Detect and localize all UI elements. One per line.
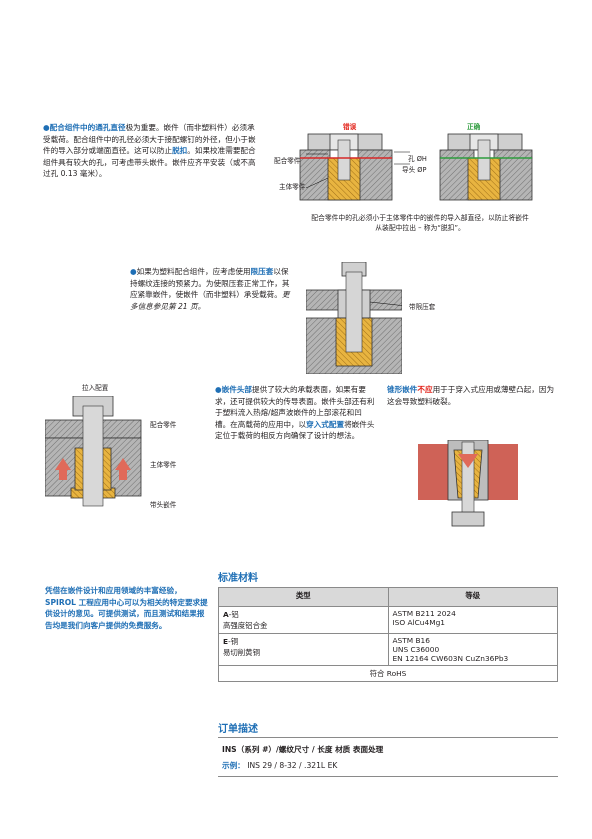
order-format: INS（系列 #）/螺纹尺寸 / 长度 材质 表面处理: [222, 745, 384, 754]
tapered-crack-diagram: [418, 440, 518, 527]
label-mating-part-2: 配合零件: [150, 421, 177, 429]
tapered-insert-paragraph: 锥形嵌件不应用于于穿入式应用或薄壁凸起，因为这会导致塑料破裂。: [387, 385, 555, 406]
label-main-part-2: 主体零件: [150, 461, 177, 469]
col-type: 类型: [218, 587, 389, 607]
order-example: 示例： INS 29 / 8-32 / .321L EK: [222, 761, 338, 770]
engineering-center-note: 凭借在嵌件设计和应用领域的丰富经验，SPIROL 工程应用中心可以为相关的特定要…: [45, 586, 208, 630]
col-grade: 等级: [387, 587, 558, 607]
limiter-diagram: [306, 262, 402, 374]
label-right: 正确: [467, 123, 481, 131]
label-hole-dia: 孔 ØH: [408, 155, 427, 163]
label-main-part: 主体零件: [279, 183, 306, 191]
intro-paragraph-1: ●配合组件中的通孔直径极为重要。嵌件（而非塑料件）必须承受载荷。配合组件中的孔径…: [43, 123, 256, 179]
label-mating-part: 配合零件: [274, 157, 301, 165]
order-title: 订单描述: [218, 724, 258, 735]
pull-in-diagram: [45, 396, 142, 507]
label-pull-in: 拉入配置: [82, 384, 109, 392]
wrong-assembly: [299, 133, 393, 201]
label-wrong: 错误: [343, 123, 357, 131]
materials-title: 标准材料: [218, 573, 258, 584]
hole-diameter-diagram: [299, 133, 533, 201]
label-limiter: 带限压套: [409, 303, 436, 311]
order-box: INS（系列 #）/螺纹尺寸 / 长度 材质 表面处理 示例： INS 29 /…: [218, 737, 558, 777]
rohs-note: 符合 RoHS: [218, 665, 558, 682]
label-headed-insert: 带头嵌件: [150, 501, 177, 509]
right-assembly: [439, 133, 533, 201]
label-lead-dia: 导头 ØP: [402, 166, 427, 174]
insert-head-paragraph: ●嵌件头部提供了较大的承载表面，如果有要求，还可提供较大的传导表面。嵌件头部还有…: [215, 385, 375, 441]
figure-caption: 配合零件中的孔必须小于主体零件中的嵌件的导入部直径，以防止将嵌件从装配中拉出 –…: [311, 214, 529, 232]
limiter-paragraph: ●如果为塑料配合组件，应考虑使用限压套以保持螺纹连接的预紧力。为使限压套正常工作…: [130, 267, 290, 311]
